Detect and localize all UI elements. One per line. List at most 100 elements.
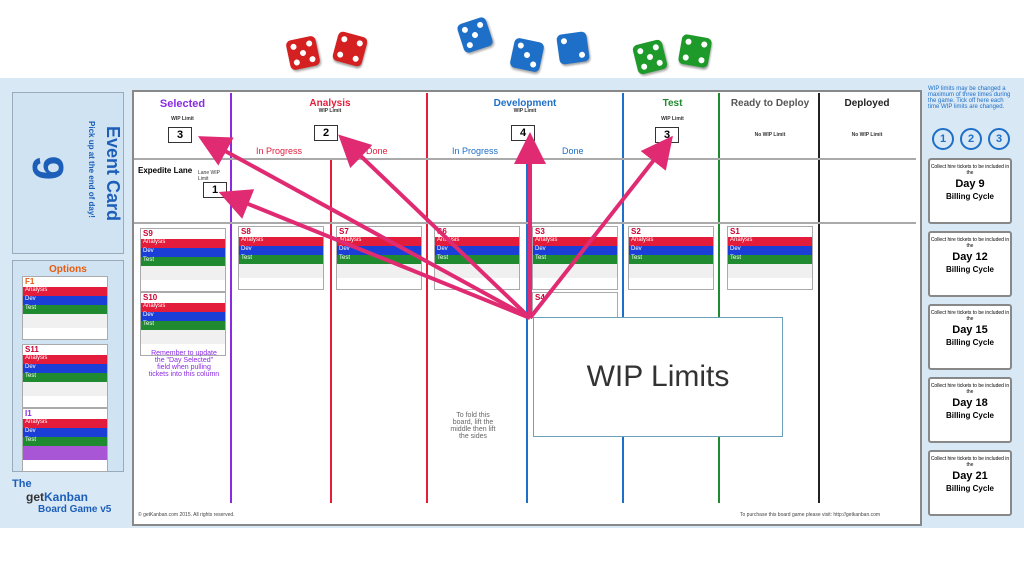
development-wip-label: WIP Limit [513, 108, 537, 114]
card-f1-id: F1 [23, 277, 107, 287]
billing-card-cycle: Billing Cycle [945, 265, 994, 274]
billing-card-day: Day 18 [952, 397, 988, 409]
analysis-done: Done [366, 146, 388, 156]
development-in-progress: In Progress [452, 146, 499, 156]
event-card-panel: 9 Event Card Pick up at the end of day! [12, 92, 124, 254]
divider-ready [818, 93, 820, 503]
analysis-title: Analysis [309, 98, 351, 109]
divider-dev-end [622, 93, 624, 503]
card-s2-id: S2 [629, 227, 713, 237]
logo-get: get [26, 490, 44, 504]
card-row: Analysis [239, 237, 323, 246]
logo-the: The [12, 478, 32, 490]
wip-limits-callout: WIP Limits [533, 317, 783, 437]
card-row: Dev [239, 246, 323, 255]
expedite-lane-wip-label: Lane WIP Limit [198, 170, 220, 182]
fold-note: To fold this board, lift the middle then… [450, 412, 496, 440]
card-s4-id: S4 [533, 293, 617, 303]
logo-kanban: Kanban [44, 490, 89, 504]
test-title: Test [662, 98, 683, 109]
card-row: Test [728, 255, 812, 264]
card-s1-id: S1 [728, 227, 812, 237]
wip-change-circle-2[interactable]: 2 [960, 128, 982, 150]
card-row: Test [435, 255, 519, 264]
development-done: Done [562, 146, 584, 156]
wip-change-circle-1[interactable]: 1 [932, 128, 954, 150]
arrow-to-expedite [218, 189, 531, 320]
billing-card-day9[interactable]: Collect hire tickets to be included in t… [928, 158, 1012, 224]
card-row: Dev [141, 248, 225, 257]
billing-card-cycle: Billing Cycle [945, 192, 994, 201]
card-row: Analysis [533, 237, 617, 246]
billing-card-day: Day 21 [952, 470, 988, 482]
card-row: Analysis [141, 303, 225, 312]
reminder-note: Remember to update the "Day Selected" fi… [148, 350, 220, 378]
selected-wip-input[interactable]: 3 [168, 127, 192, 143]
card-row: Dev [141, 312, 225, 321]
ready-wip-label: No WIP Limit [754, 132, 786, 138]
card-row: Test [23, 305, 107, 314]
analysis-in-progress: In Progress [256, 146, 303, 156]
divider-dev [526, 158, 528, 503]
deployed-wip-label: No WIP Limit [851, 132, 883, 138]
arrow-to-test [528, 135, 673, 320]
billing-card-day12[interactable]: Collect hire tickets to be included in t… [928, 231, 1012, 297]
billing-card-day15[interactable]: Collect hire tickets to be included in t… [928, 304, 1012, 370]
billing-card-note: Collect hire tickets to be included in t… [930, 456, 1010, 468]
billing-card-cycle: Billing Cycle [945, 484, 994, 493]
card-row: Analysis [337, 237, 421, 246]
card-row: Dev [533, 246, 617, 255]
card-row: Dev [435, 246, 519, 255]
card-row: Analysis [23, 355, 107, 364]
divider-analysis [330, 158, 332, 503]
deployed-title: Deployed [844, 98, 890, 109]
analysis-wip-input[interactable]: 2 [314, 125, 338, 141]
card-row: Test [239, 255, 323, 264]
card-row: Analysis [728, 237, 812, 246]
ready-title: Ready to Deploy [730, 98, 810, 109]
selected-wip-label: WIP Limit [171, 116, 194, 122]
card-row: Analysis [629, 237, 713, 246]
analysis-wip-label: WIP Limit [318, 108, 342, 114]
billing-card-day18[interactable]: Collect hire tickets to be included in t… [928, 377, 1012, 443]
card-s3-id: S3 [533, 227, 617, 237]
billing-card-day: Day 15 [952, 324, 988, 336]
card-s11-id: S11 [23, 345, 107, 355]
card-row: Analysis [141, 239, 225, 248]
card-row: Dev [629, 246, 713, 255]
card-s10-id: S10 [141, 293, 225, 303]
card-s8-id: S8 [239, 227, 323, 237]
card-row: Test [141, 321, 225, 330]
billing-card-note: Collect hire tickets to be included in t… [930, 383, 1010, 395]
selected-title: Selected [159, 98, 206, 110]
card-row: Dev [23, 364, 107, 373]
card-row: Test [23, 437, 107, 446]
purchase-note: To purchase this board game please visit… [740, 512, 881, 518]
card-s7-id: S7 [337, 227, 421, 237]
wip-change-circle-3[interactable]: 3 [988, 128, 1010, 150]
card-row: Analysis [23, 419, 107, 428]
arrow-to-analysis [338, 134, 532, 320]
billing-card-day21[interactable]: Collect hire tickets to be included in t… [928, 450, 1012, 516]
card-row: Test [141, 257, 225, 266]
arrow-to-selected [197, 136, 531, 320]
card-row: Dev [728, 246, 812, 255]
expedite-title: Expedite Lane [138, 166, 193, 175]
callout-text: WIP Limits [586, 360, 730, 393]
card-row: Test [629, 255, 713, 264]
divider-test [718, 93, 720, 503]
card-row: Test [337, 255, 421, 264]
test-wip-label: WIP Limit [661, 116, 684, 122]
card-row: Analysis [23, 287, 107, 296]
divider-selected [230, 93, 232, 503]
